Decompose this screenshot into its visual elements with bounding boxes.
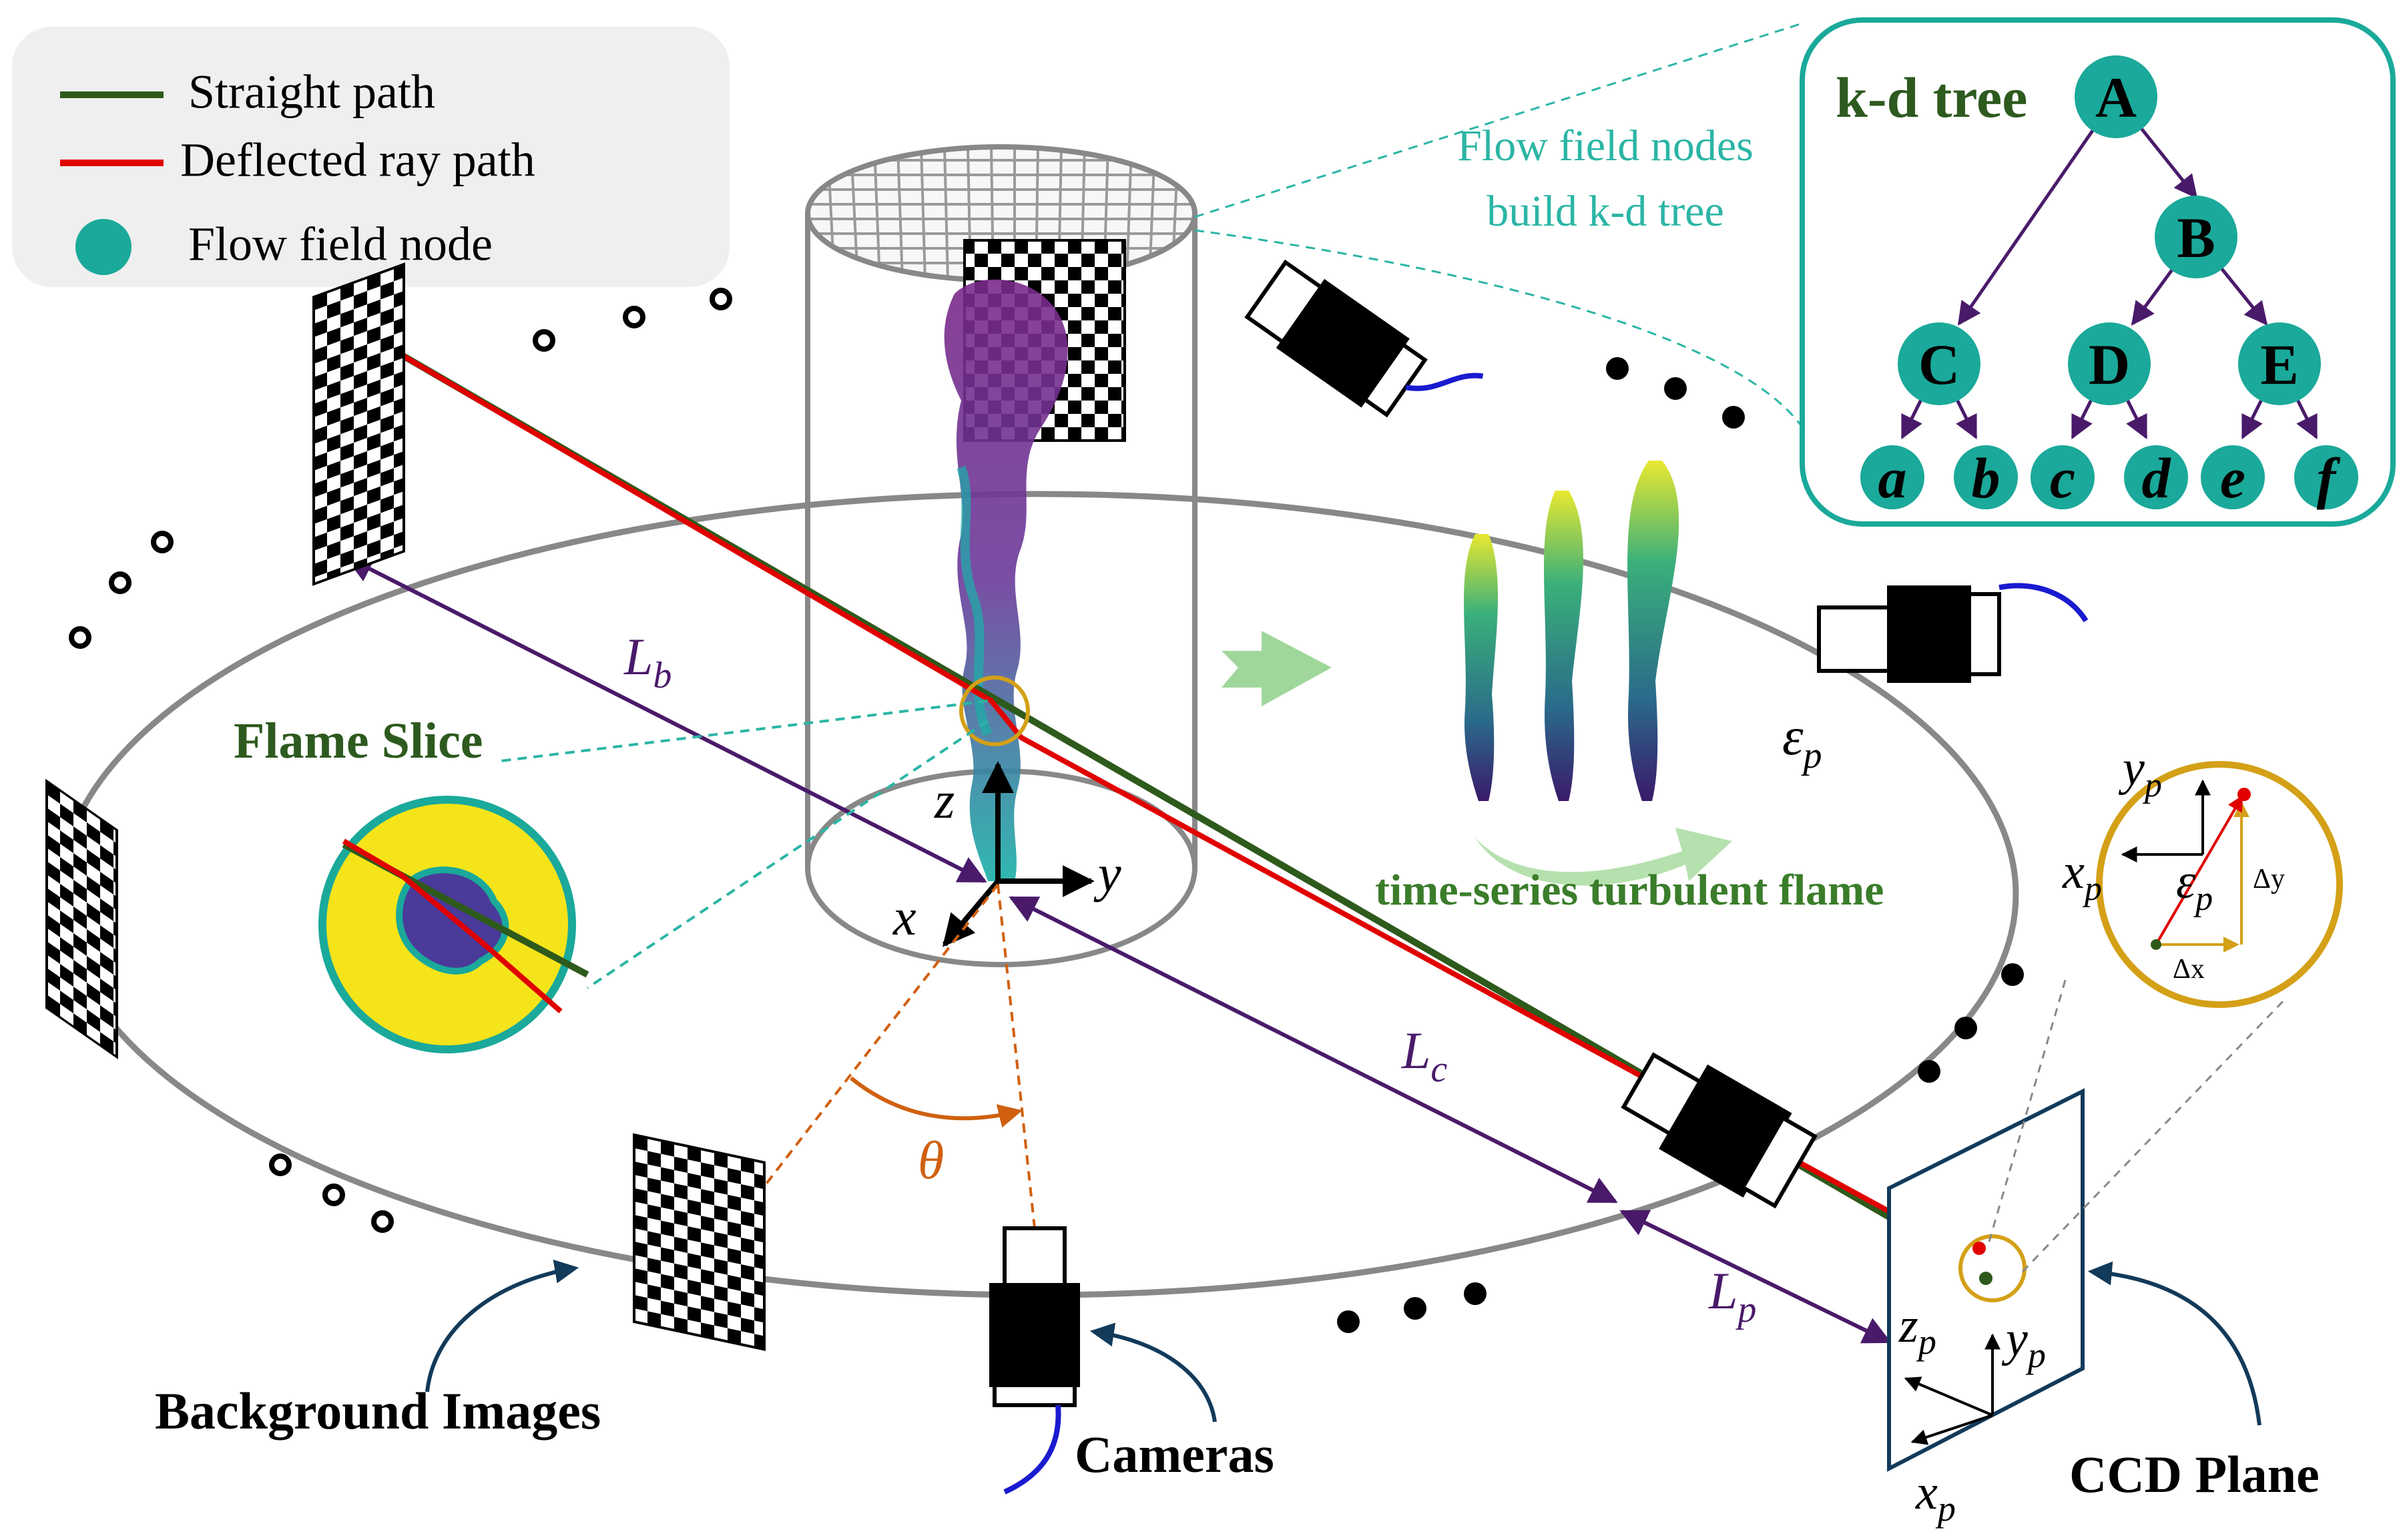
kd-node-E (2238, 322, 2321, 405)
distance-arrows (344, 555, 1892, 1344)
kd-label-B: B (2177, 206, 2215, 270)
kd-label-d: d (2142, 446, 2172, 510)
kd-node-C (1898, 322, 1980, 405)
kd-node-e (2201, 445, 2265, 509)
inset-eps-label: εp (2176, 854, 2213, 918)
epsilon-label: εp (1782, 708, 1822, 776)
kd-label-E: E (2260, 332, 2298, 397)
legend-straight-label: Straight path (188, 65, 435, 119)
flow-caption-line1: Flow field nodes (1457, 121, 1754, 170)
time-series-flames (1464, 461, 1679, 801)
background-image-topleft (312, 262, 405, 586)
ellipsis-open-circles (69, 288, 732, 1233)
kd-label-a: a (1878, 446, 1907, 510)
legend-node-label: Flow field node (188, 218, 493, 271)
callouts: Background Images Cameras CCD Plane (155, 1259, 2320, 1503)
kd-node-d (2124, 445, 2188, 509)
Lp-label: Lp (1708, 1262, 1756, 1330)
inset-x-label: xp (2062, 844, 2102, 908)
ccd-plane: zp yp xp (1887, 1088, 2085, 1529)
epsilon-inset: yp xp εp Δx Δy (2062, 741, 2343, 1008)
kd-node-f (2294, 445, 2358, 509)
Lb-label: Lb (623, 627, 672, 696)
Lc-label: Lc (1401, 1021, 1447, 1090)
legend-node-swatch (75, 219, 131, 275)
legend: Straight path Deflected ray path Flow fi… (12, 27, 730, 287)
background-image-left (45, 778, 118, 1059)
kd-label-D: D (2089, 332, 2130, 397)
background-image-bottom (633, 1133, 766, 1351)
axis-x-label: x (892, 888, 916, 946)
kd-tree-title: k-d tree (1836, 65, 2027, 130)
axis-z-label: z (934, 771, 955, 829)
kd-label-e: e (2220, 446, 2245, 510)
flame-slice-inset: Flame Slice (234, 700, 989, 1053)
camera-lower-right (1621, 1052, 1818, 1209)
flame-slice-label: Flame Slice (234, 713, 483, 769)
axis-y-label: y (1093, 844, 1121, 903)
cameras-label: Cameras (1075, 1425, 1274, 1483)
theta-label: θ (918, 1131, 944, 1190)
inset-y-label: yp (2118, 741, 2162, 804)
ccd-z-label: zp (1898, 1298, 1936, 1362)
kd-tree-panel: k-d tree A B (1800, 17, 2396, 527)
camera-right (1817, 583, 2089, 683)
legend-deflected-label: Deflected ray path (180, 134, 535, 187)
ellipsis-filled-dots (1337, 357, 2024, 1333)
origin-axes: z y x (892, 761, 1121, 947)
green-arrows (1222, 631, 1732, 886)
kd-label-b: b (1972, 446, 2000, 510)
flow-caption-line2: build k-d tree (1487, 187, 1724, 236)
inset-dy-label: Δy (2253, 864, 2285, 894)
inset-dx-label: Δx (2173, 954, 2205, 985)
kd-node-b (1954, 445, 2018, 509)
kd-label-c: c (2050, 446, 2075, 510)
ccd-plane-label: CCD Plane (2069, 1445, 2320, 1503)
kd-node-c (2031, 445, 2095, 509)
kd-node-a (1860, 445, 1924, 509)
kd-node-B (2155, 196, 2237, 278)
camera-bottom (989, 1226, 1080, 1495)
kd-node-A (2075, 55, 2157, 138)
theta-angle: θ (756, 883, 1036, 1229)
kd-node-D (2068, 322, 2151, 405)
ccd-y-label: yp (2001, 1312, 2046, 1375)
camera-top (1244, 259, 1484, 418)
background-images-label: Background Images (155, 1382, 601, 1440)
time-series-label: time-series turbulent flame (1375, 866, 1884, 915)
ccd-x-label: xp (1915, 1465, 1956, 1529)
flame-plume (944, 279, 1068, 881)
kd-label-A: A (2095, 65, 2137, 130)
kd-label-C: C (1918, 332, 1960, 397)
